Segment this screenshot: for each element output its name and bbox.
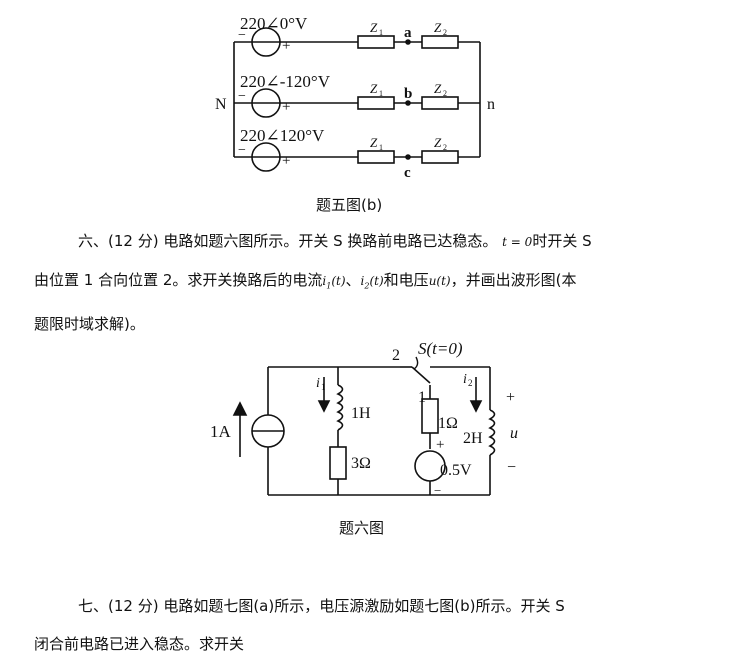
q6-i2t: i2(t)	[360, 274, 384, 291]
impedance-z1-c	[357, 150, 395, 164]
figure-6-circuit: 1A i 1 1H 3Ω S(t=0) 2 1 1Ω + 0.5V − i 2 …	[210, 339, 518, 498]
z2-label-c: Z	[434, 135, 442, 150]
q6-sep: 、	[345, 271, 361, 289]
q6-ut: u(t)	[428, 274, 451, 288]
node-n-label: n	[487, 96, 495, 113]
i1-label: i	[316, 376, 320, 391]
q6-line-1: 六、(12 分) 电路如题六图所示。开关 S 换路前电路已达稳态。 t = 0时…	[34, 222, 724, 261]
impedance-z2-a	[421, 35, 459, 49]
q6-line-3: 题限时域求解)。	[34, 315, 145, 334]
impedance-z1-b	[357, 96, 395, 110]
q7-line-1: 七、(12 分) 电路如题七图(a)所示，电压源激励如题七图(b)所示。开关 S	[78, 597, 565, 615]
z2-sub-b: 2	[443, 89, 447, 98]
impedance-z2-c	[421, 150, 459, 164]
source-b-label: 220∠-120°V	[240, 72, 331, 91]
vsrc-plus: +	[436, 437, 444, 453]
source-a-minus: −	[238, 28, 246, 43]
resistor-3ohm	[329, 446, 347, 480]
u-plus: +	[506, 389, 515, 406]
inductor-1h	[336, 384, 344, 431]
l1-label: 1H	[351, 405, 371, 422]
z1-sub-b: 1	[379, 89, 383, 98]
switch-blade	[411, 366, 431, 384]
r2-label: 1Ω	[438, 415, 458, 432]
u-minus: −	[507, 459, 516, 476]
q6-line-2-c: ，并画出波形图(本	[450, 271, 577, 289]
node-c-label: c	[404, 165, 411, 181]
q6-t0: t = 0	[502, 235, 533, 249]
q7-line-2: 闭合前电路已进入稳态。求开关	[34, 635, 245, 653]
q6-line-1-b: 时开关 S	[532, 232, 592, 250]
z2-label-a: Z	[434, 20, 442, 35]
i2-label: i	[463, 372, 467, 387]
q6-line-2-b: 和电压	[383, 271, 429, 289]
z1-label-c: Z	[370, 135, 378, 150]
vsrc-label: 0.5V	[440, 462, 472, 479]
node-b-label: b	[404, 86, 412, 102]
question-7: 七、(12 分) 电路如题七图(a)所示，电压源激励如题七图(b)所示。开关 S…	[34, 587, 724, 663]
switch-pos-2: 2	[392, 347, 400, 364]
current-source-label: 1A	[210, 422, 232, 441]
i1-sub: 1	[321, 382, 326, 392]
question-6: 六、(12 分) 电路如题六图所示。开关 S 换路前电路已达稳态。 t = 0时…	[34, 222, 724, 343]
r1-label: 3Ω	[351, 455, 371, 472]
impedance-z1-a	[357, 35, 395, 49]
source-a-label: 220∠0°V	[240, 14, 308, 33]
source-c-plus: +	[282, 153, 290, 169]
source-b-minus: −	[238, 89, 246, 104]
z2-label-b: Z	[434, 81, 442, 96]
u-label: u	[510, 425, 518, 442]
q6-line-2: 由位置 1 合向位置 2。求开关换路后的电流i1(t)、i2(t)和电压u(t)…	[34, 261, 724, 305]
figure-5b-circuit: 220∠0°V 220∠-120°V 220∠120°V − + − + − +…	[215, 14, 495, 181]
q6-i1t: i1(t)	[322, 274, 346, 291]
l2-label: 2H	[463, 430, 483, 447]
node-N-label: N	[215, 96, 227, 113]
impedance-z2-b	[421, 96, 459, 110]
figure-5b-caption: 题五图(b)	[316, 196, 383, 214]
switch-label: S(t=0)	[418, 339, 463, 358]
z1-label-a: Z	[370, 20, 378, 35]
node-a-label: a	[404, 25, 412, 41]
z2-sub-c: 2	[443, 143, 447, 152]
switch-pos-1: 1	[418, 389, 426, 406]
vsrc-minus: −	[434, 483, 441, 498]
z2-sub-a: 2	[443, 28, 447, 37]
source-b-plus: +	[282, 99, 290, 115]
figure-6-caption: 题六图	[339, 519, 385, 537]
source-c-label: 220∠120°V	[240, 126, 325, 145]
z1-label-b: Z	[370, 81, 378, 96]
z1-sub-a: 1	[379, 28, 383, 37]
source-c-minus: −	[238, 143, 246, 158]
inductor-2h	[488, 409, 496, 456]
q6-line-1-a: 六、(12 分) 电路如题六图所示。开关 S 换路前电路已达稳态。	[78, 232, 498, 250]
q6-line-2-a: 由位置 1 合向位置 2。求开关换路后的电流	[34, 271, 323, 289]
z1-sub-c: 1	[379, 143, 383, 152]
i2-sub: 2	[468, 378, 473, 388]
source-a-plus: +	[282, 38, 290, 54]
